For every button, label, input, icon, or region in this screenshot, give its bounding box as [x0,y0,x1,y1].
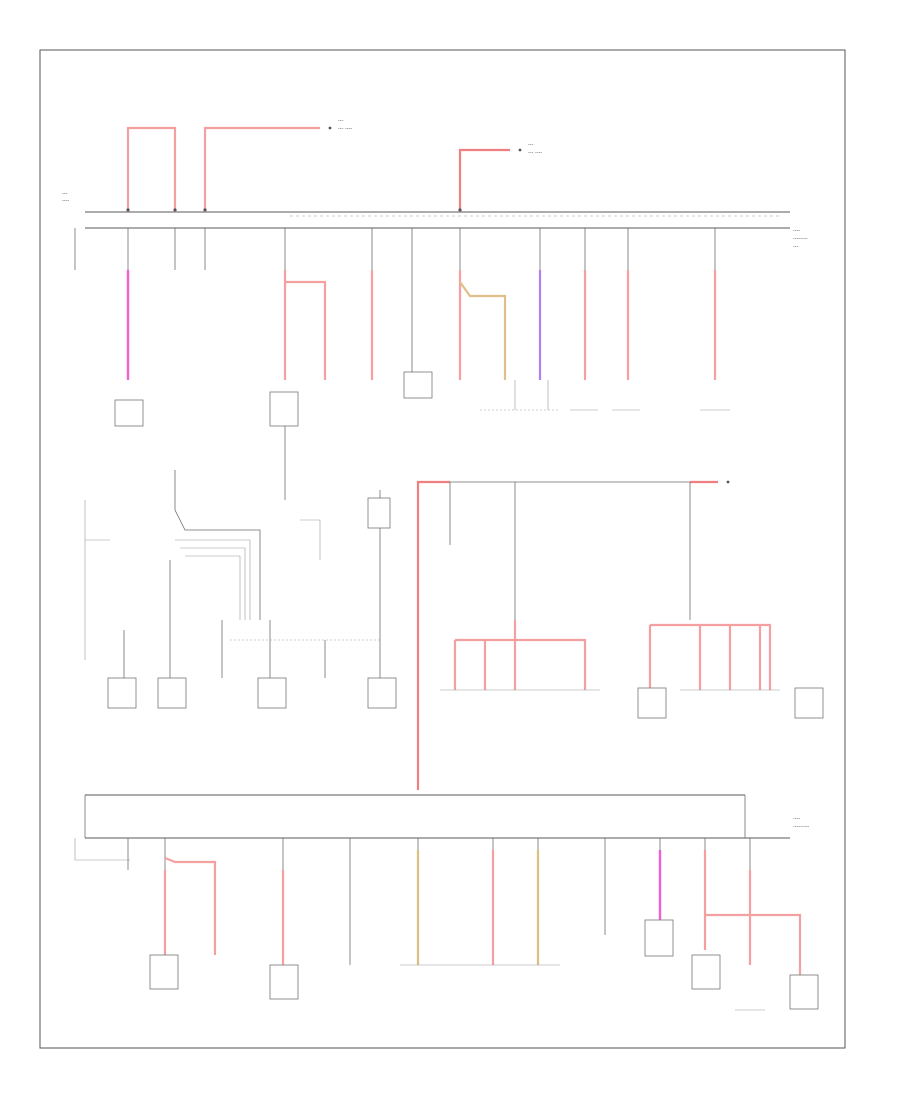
component-box [789,974,819,1010]
main-riser [416,480,450,790]
component-box [691,954,721,990]
svg-text:---: --- [62,191,68,197]
svg-text:---: --- [338,118,344,124]
svg-text:--- ----: --- ---- [528,150,542,156]
svg-text:---: --- [793,244,799,250]
component-box [644,919,674,957]
svg-text:--------: -------- [793,236,808,242]
svg-text:----: ---- [62,198,69,204]
component-box [367,497,391,529]
feed-wire-1 [126,126,177,212]
tan-crossover [459,281,507,380]
svg-text:---: --- [528,142,534,148]
feed-wire-2 [203,126,320,212]
svg-text:--- ----: --- ---- [338,126,352,132]
svg-text:----: ---- [793,228,800,234]
component-box [637,687,667,719]
fuse-drops-bottom [127,838,751,870]
component-box [794,687,824,719]
svg-text:---------: --------- [793,824,809,830]
component-box [149,954,179,990]
feed-wire-3 [458,148,510,212]
component-box [403,371,433,399]
svg-text:----: ---- [793,816,800,822]
fuse-drops-top [74,228,716,270]
component-box [107,677,137,709]
component-box [367,677,397,709]
middle-section [84,426,824,790]
component-box [269,964,299,1000]
component-box [114,399,144,427]
top-power-section: ------ ---- ------ ---- ------- --------… [62,118,808,427]
component-box [157,677,187,709]
diagram-frame [39,49,846,1049]
bottom-power-section: ------------- [74,794,819,1011]
component-box [269,391,299,427]
component-box [257,677,287,709]
